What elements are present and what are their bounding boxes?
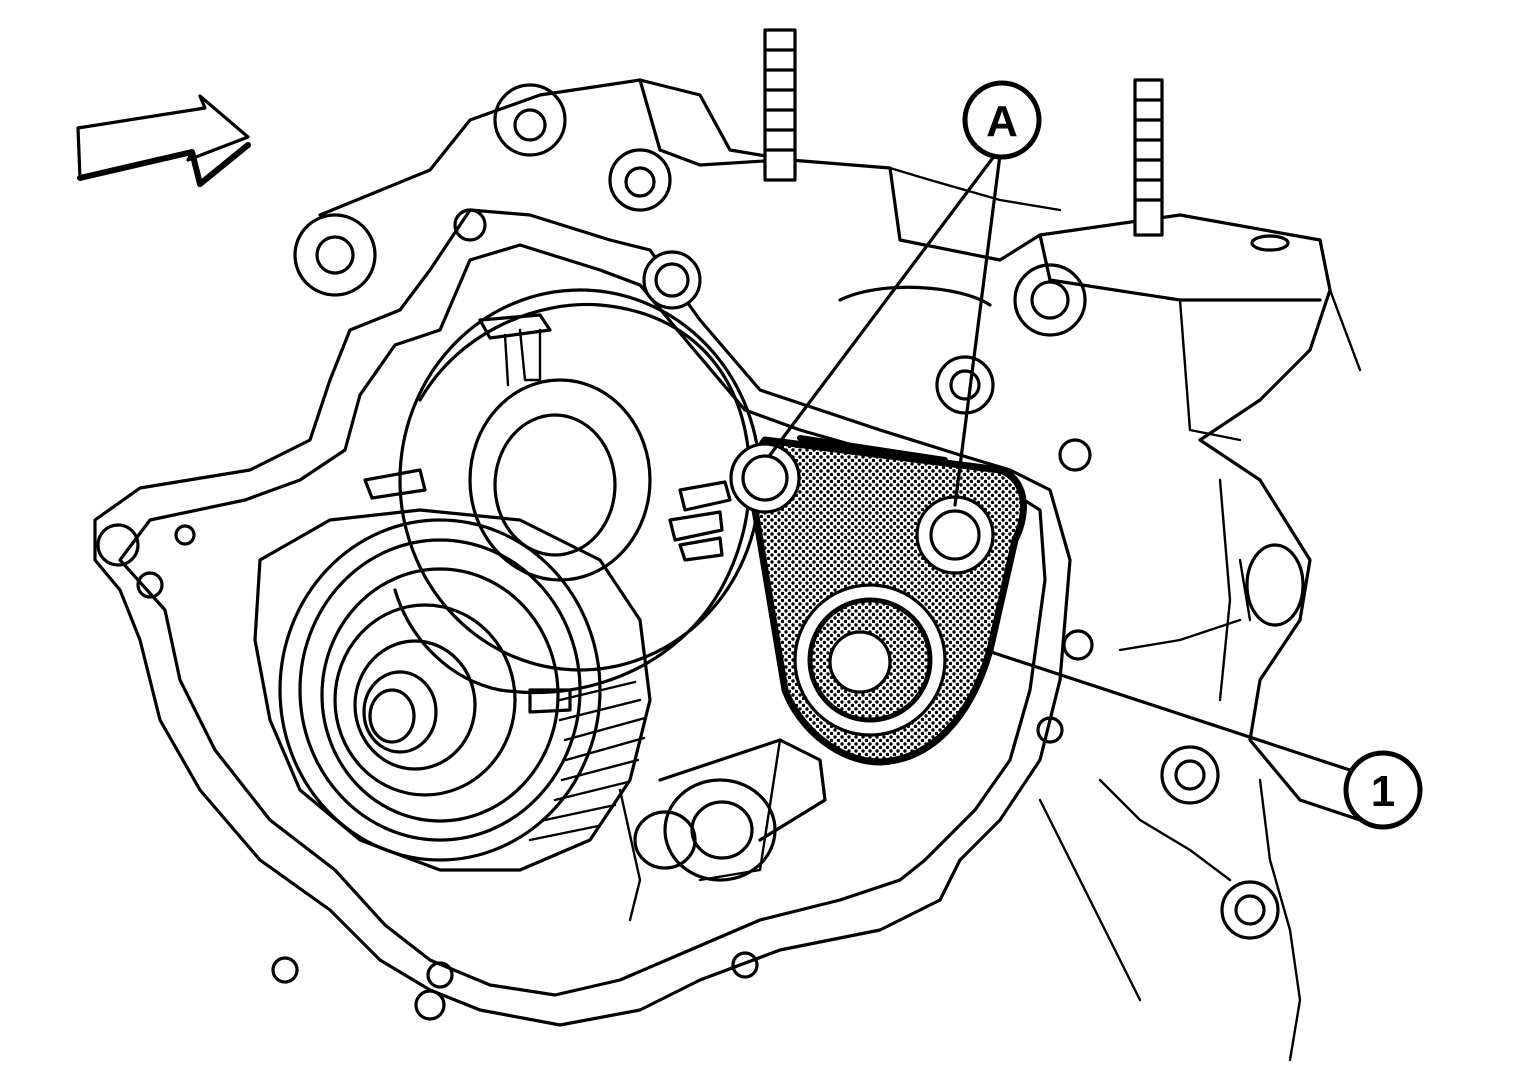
tensioner-bracket [729, 435, 1027, 766]
callout-1: 1 [1343, 750, 1423, 830]
callout-1-label: 1 [1371, 767, 1395, 816]
leader-lines [768, 153, 1367, 777]
engine-housing [93, 28, 1362, 1062]
arrow-left-icon [76, 94, 251, 187]
callout-a: A [962, 80, 1042, 160]
callout-a-label: A [986, 97, 1018, 146]
